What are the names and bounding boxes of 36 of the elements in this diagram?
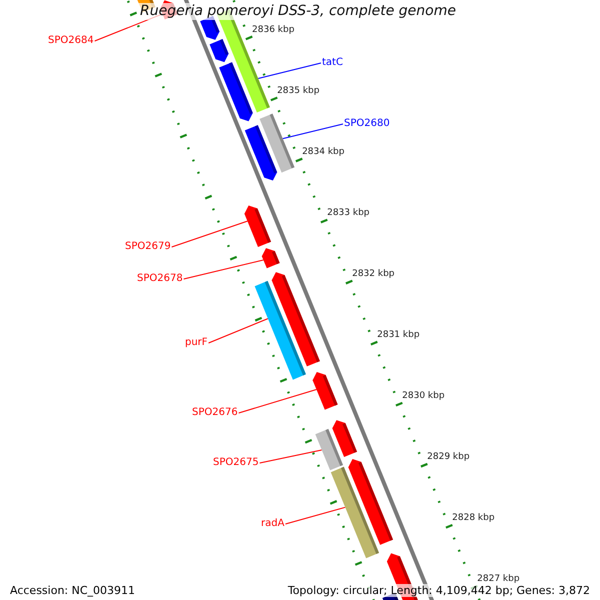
- gene-label: SPO2675: [213, 457, 259, 469]
- gene-feature: [254, 280, 306, 380]
- scale-label: 2833 kbp: [327, 208, 370, 219]
- gene-feature: [312, 372, 338, 410]
- scale-label: 2829 kbp: [427, 452, 470, 464]
- gene-feature: [330, 466, 379, 558]
- scale-label: 2828 kbp: [452, 513, 495, 524]
- leader-line: [284, 506, 346, 524]
- scale-label: 2830 kbp: [402, 391, 445, 402]
- scale-label: 2832 kbp: [352, 269, 395, 280]
- gene-label: SPO2676: [192, 407, 238, 419]
- title: Ruegeria pomeroyi DSS-3, complete genome: [138, 3, 458, 20]
- gene-label: SPO2678: [137, 273, 183, 285]
- gene-label: SPO2680: [344, 118, 390, 130]
- scale-label: 2834 kbp: [302, 146, 344, 158]
- leader-line: [208, 318, 268, 344]
- gene-feature: [262, 248, 280, 268]
- gene-label: tatC: [322, 57, 343, 69]
- scale-label: 2836 kbp: [252, 24, 294, 36]
- leader-line: [259, 449, 322, 464]
- gene-feature: [315, 428, 343, 470]
- leader-line: [282, 124, 344, 140]
- gene-label: SPO2679: [125, 241, 171, 253]
- leader-line: [238, 388, 317, 414]
- gene-label: radA: [261, 518, 284, 530]
- gene-label: purF: [185, 337, 208, 349]
- leader-line: [258, 62, 322, 79]
- genome-info-text: Topology: circular; Length: 4,109,442 bp; Genes: 3,872: [286, 584, 592, 597]
- leader-line: [183, 259, 264, 280]
- scale-label: 2835 kbp: [277, 86, 320, 97]
- gene-feature: [244, 206, 271, 247]
- scale-label: 2831 kbp: [377, 330, 420, 341]
- gene-feature: [260, 114, 294, 173]
- leader-line: [171, 220, 248, 248]
- scale-label: 2827 kbp: [477, 574, 520, 586]
- gene-label: SPO2684: [48, 35, 94, 47]
